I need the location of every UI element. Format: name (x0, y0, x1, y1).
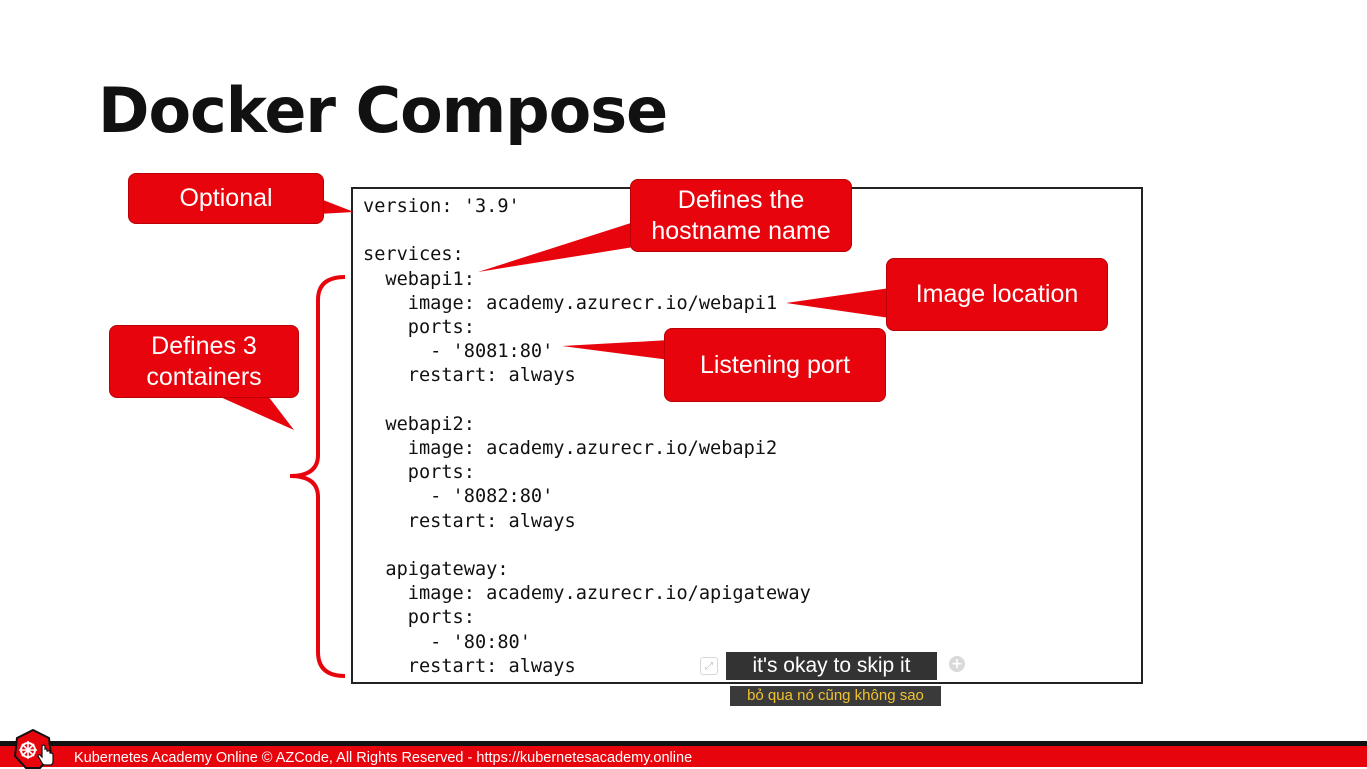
hand-cursor-icon (37, 744, 54, 766)
footer-text: Kubernetes Academy Online © AZCode, All … (74, 750, 693, 766)
hostname-pointer (478, 222, 640, 272)
code-line: image: academy.azurecr.io/webapi2 (363, 438, 778, 460)
containers-brace (289, 275, 346, 678)
expand-icon[interactable]: ⤢ (700, 657, 718, 675)
callout-listening-port: Listening port (664, 328, 886, 402)
slide-title: Docker Compose (98, 74, 668, 147)
code-line: ports: (363, 607, 475, 629)
listening-port-pointer (562, 340, 670, 360)
footer-bar (0, 741, 1367, 767)
code-line: webapi2: (363, 413, 475, 435)
code-line: services: (363, 244, 464, 266)
code-line: restart: always (363, 365, 576, 387)
subtitle-main: it's okay to skip it (726, 652, 937, 680)
callout-optional: Optional (128, 173, 324, 224)
code-line: image: academy.azurecr.io/webapi1 (363, 292, 778, 314)
code-line: - '8082:80' (363, 486, 554, 508)
code-line: image: academy.azurecr.io/apigateway (363, 583, 811, 605)
optional-pointer (318, 198, 354, 214)
code-line: ports: (363, 317, 475, 339)
code-line: webapi1: (363, 268, 475, 290)
code-line: ports: (363, 462, 475, 484)
containers-pointer (218, 396, 294, 430)
callout-image-location: Image location (886, 258, 1108, 331)
code-line: restart: always (363, 655, 576, 677)
code-line: restart: always (363, 510, 576, 532)
subtitle-translation: bỏ qua nó cũng không sao (730, 686, 941, 706)
image-location-pointer (786, 288, 890, 318)
plus-circle-icon[interactable]: + (949, 656, 965, 672)
code-line: apigateway: (363, 559, 509, 581)
code-line: - '80:80' (363, 631, 531, 653)
docker-compose-code: version: '3.9' services: webapi1: image:… (363, 195, 811, 679)
code-line: version: '3.9' (363, 196, 520, 217)
code-line: - '8081:80' (363, 341, 554, 363)
